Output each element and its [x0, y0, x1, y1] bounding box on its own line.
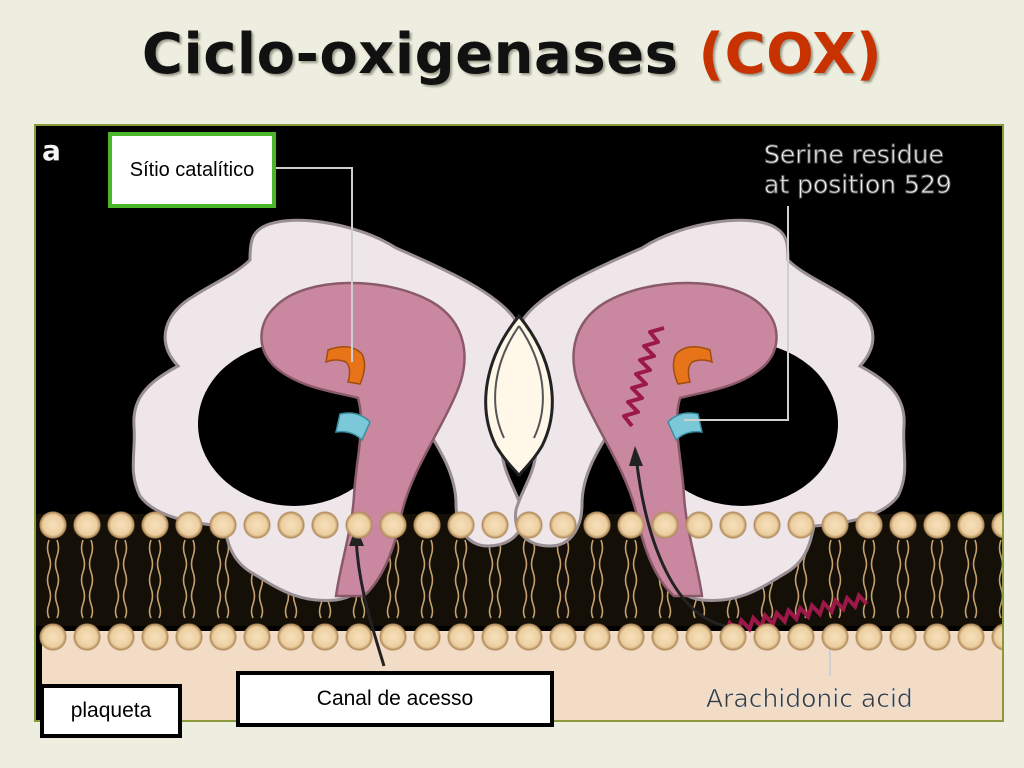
slide-title: Ciclo-oxigenases (COX): [0, 22, 1024, 87]
access-arrow-left: [354, 535, 386, 667]
serine-residue-right: [672, 346, 713, 385]
access-arrow-right: [634, 455, 727, 628]
serine-leader: [684, 206, 789, 421]
serine-label-line1: Serine residue: [764, 140, 945, 170]
platelet-label: plaqueta: [70, 699, 152, 722]
arachidonic-acid-channel: [622, 326, 665, 428]
access-channel-label: Canal de acesso: [316, 687, 474, 710]
serine-residue-label: Serine residue at position 529: [764, 140, 994, 200]
catalytic-site-label: Sítio catalítico: [129, 158, 255, 181]
membrane-heads-bottom: [36, 622, 1002, 652]
serine-residue-left: [325, 346, 366, 385]
binding-site-left: [335, 412, 371, 442]
catalytic-site-box: Sítio catalítico: [108, 132, 276, 208]
cox-figure-panel: [34, 124, 1004, 722]
catalytic-site-leader: [270, 167, 353, 362]
serine-label-line2: at position 529: [764, 170, 953, 200]
title-accent: (COX): [698, 22, 883, 87]
panel-label: a: [42, 134, 61, 167]
membrane-heads-top: [36, 510, 1002, 540]
access-channel-box: Canal de acesso: [236, 671, 554, 727]
title-main: Ciclo-oxigenases: [141, 22, 679, 87]
platelet-box: plaqueta: [40, 684, 182, 738]
arachidonic-acid-label: Arachidonic acid: [706, 684, 913, 714]
